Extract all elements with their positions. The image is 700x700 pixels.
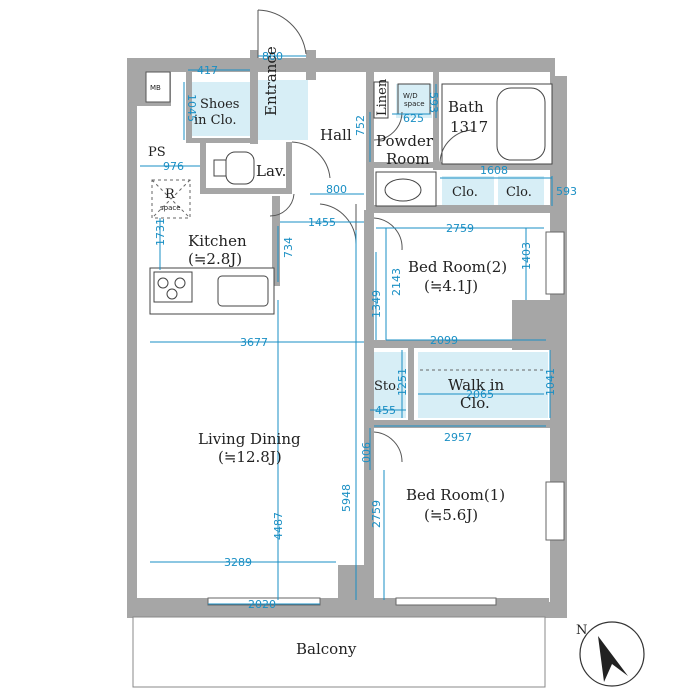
label-living-1: Living Dining [198,430,301,448]
label-wd: W/D [403,92,418,100]
label-walkin-2: Clo. [460,394,490,412]
dim-3677: 3677 [240,336,268,349]
dim-1403: 1403 [520,242,533,270]
label-bed1-1: Bed Room(1) [406,486,505,504]
dim-2143: 2143 [390,268,403,296]
compass-arrow-icon [598,636,628,682]
label-shoes-1: Shoes [200,97,239,112]
dim-1608: 1608 [480,164,508,177]
dim-2099: 2099 [430,334,458,347]
bathtub [496,87,546,161]
label-kitchen-1: Kitchen [188,232,247,250]
dim-900: 900 [359,442,372,463]
compass-north-label: N [576,623,587,638]
dim-2759-top: 2759 [446,222,474,235]
dim-1455: 1455 [308,216,336,229]
label-entrance: Entrance [262,46,280,116]
dim-3289: 3289 [224,556,252,569]
dim-455: 455 [375,404,396,417]
dim-2020: 2020 [248,598,276,611]
dim-1041: 1041 [544,368,557,396]
balcony-area [132,616,546,688]
label-sto: Sto. [374,379,400,394]
label-ps: PS [148,145,166,160]
label-walkin-1: Walk in [448,376,505,394]
label-bath-2: 1317 [450,118,488,136]
dim-593-small: 593 [427,92,440,113]
label-wd-space: space [404,100,425,108]
label-hall: Hall [320,126,352,144]
toilet [225,151,255,185]
powder-sink [384,178,422,202]
label-powder-1: Powder [376,132,434,150]
dim-2957: 2957 [444,431,472,444]
dim-417: 417 [197,64,218,77]
dim-593: 593 [556,185,577,198]
label-r: R [165,187,176,202]
dim-2065: 2065 [466,388,494,401]
dim-800-top: 800 [262,50,283,63]
dim-976: 976 [163,160,184,173]
dim-2759-side: 2759 [370,500,383,528]
room-labels: MB Shoes in Clo. Entrance PS Lav. R spac… [148,46,532,658]
label-bed2-2: (≒4.1J) [424,277,478,295]
dim-1251: 1251 [396,368,409,396]
label-r-space: space [160,204,181,212]
dim-752: 752 [354,115,367,136]
label-shoes-2: in Clo. [194,113,237,128]
dim-625: 625 [403,112,424,125]
north-compass: N [576,621,645,687]
label-lav: Lav. [256,162,286,180]
label-bed2-1: Bed Room(2) [408,258,507,276]
dim-1731: 1731 [154,218,167,246]
label-balcony: Balcony [296,640,357,658]
label-clo-1: Clo. [452,185,478,200]
label-bed1-2: (≒5.6J) [424,506,478,524]
label-clo-2: Clo. [506,185,532,200]
dim-1045: 1045 [185,94,198,122]
label-living-2: (≒12.8J) [218,448,282,466]
label-powder-2: Room [386,150,430,168]
fixtures [149,9,565,606]
dim-4487: 4487 [272,512,285,540]
label-kitchen-2: (≒2.8J) [188,250,242,268]
dim-1349: 1349 [370,290,383,318]
dim-800: 800 [326,183,347,196]
kitchen-sink [217,275,269,307]
label-bath-1: Bath [448,98,484,116]
label-linen: Linen [375,78,390,116]
dimension-labels: 800 417 1045 976 752 625 593 1608 593 80… [154,50,577,611]
dim-734: 734 [282,237,295,258]
label-mb: MB [150,84,161,92]
tiled-areas [190,80,548,418]
dim-5948: 5948 [340,484,353,512]
dimension-lines [140,55,553,605]
